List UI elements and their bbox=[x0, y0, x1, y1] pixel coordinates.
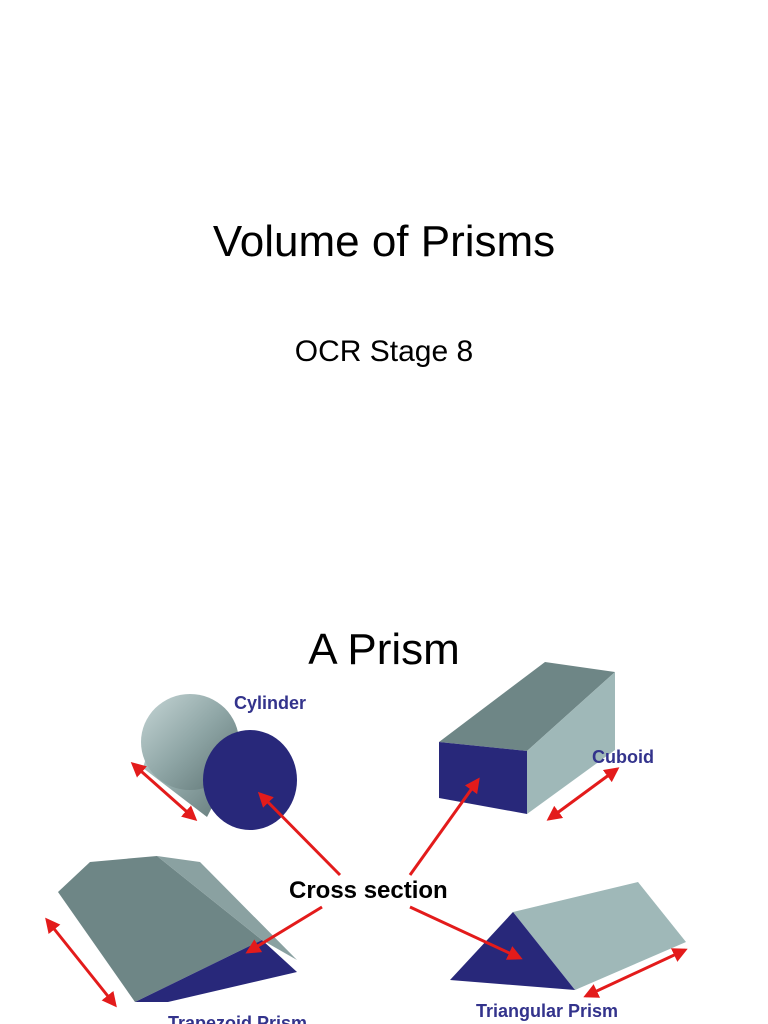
trapezoid-cross-section bbox=[135, 940, 297, 1002]
cuboid-length-arrow bbox=[546, 767, 620, 821]
cylinder-cross-section bbox=[203, 730, 297, 830]
trapezoid-length-arrow bbox=[45, 917, 117, 1008]
cross-section-arrows bbox=[245, 777, 523, 960]
trapezoid-prism-label: Trapezoid Prism bbox=[168, 1013, 307, 1024]
cuboid-cross-section bbox=[439, 742, 527, 814]
triangular-prism-label: Triangular Prism bbox=[476, 1001, 618, 1021]
slide-subtitle: OCR Stage 8 bbox=[294, 335, 474, 368]
slide-title: Volume of Prisms bbox=[212, 217, 556, 266]
prism-slide: A Prism bbox=[0, 512, 768, 1024]
trapezoid-prism-shape bbox=[58, 856, 297, 1002]
arrow-to-trapezoid bbox=[245, 905, 323, 954]
cylinder-length-arrow bbox=[130, 762, 198, 821]
cross-section-label: Cross section bbox=[289, 877, 448, 904]
arrow-to-triangular bbox=[409, 905, 523, 960]
prism-heading: A Prism bbox=[308, 625, 460, 674]
title-slide: Volume of Prisms OCR Stage 8 bbox=[212, 217, 556, 368]
length-arrows bbox=[45, 762, 688, 1008]
triangular-prism-shape bbox=[450, 882, 686, 990]
cuboid-label: Cuboid bbox=[592, 747, 654, 767]
cylinder-label: Cylinder bbox=[234, 693, 306, 713]
triangular-length-arrow bbox=[583, 948, 688, 998]
arrow-to-cuboid bbox=[408, 777, 480, 876]
arrow-to-cylinder bbox=[257, 791, 342, 877]
prism-diagram: Cylinder Cuboid Cross section Trapezoid … bbox=[45, 662, 688, 1024]
